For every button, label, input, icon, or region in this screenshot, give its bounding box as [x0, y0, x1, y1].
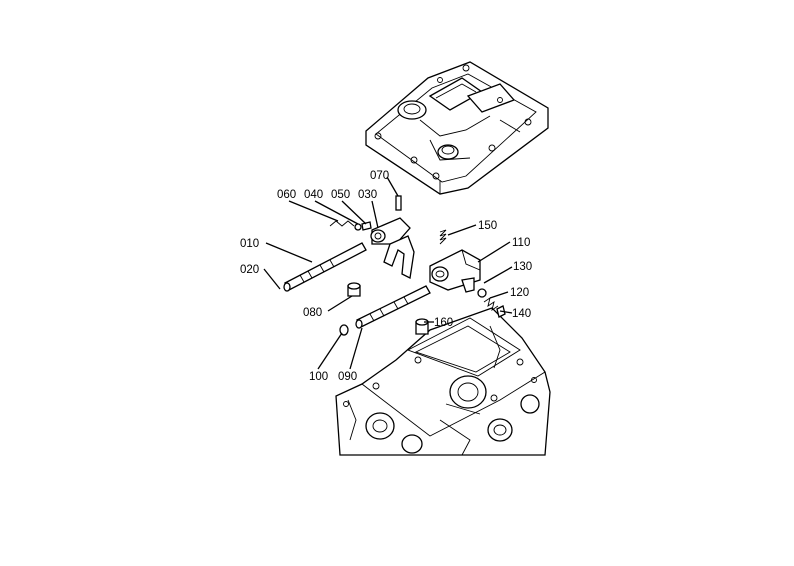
- shift-fork-110: [429, 249, 481, 293]
- plug-080: [347, 282, 361, 297]
- callout-040: 040: [304, 189, 323, 201]
- leader-lines: [263, 176, 513, 370]
- plug-160: [415, 318, 429, 335]
- callout-110: 110: [512, 237, 530, 249]
- callout-010: 010: [240, 238, 259, 250]
- callout-080: 080: [303, 307, 322, 319]
- spring-150: [439, 229, 447, 245]
- callout-070: 070: [370, 170, 389, 182]
- top-cover: [365, 61, 549, 195]
- callout-030: 030: [358, 189, 377, 201]
- callout-labels: 010 020 030 040 050 060 070 080 090 100 …: [240, 170, 532, 383]
- callout-050: 050: [331, 189, 350, 201]
- pin-070: [395, 195, 402, 211]
- gearbox-housing: [335, 307, 551, 456]
- callout-020: 020: [240, 264, 259, 276]
- shift-shaft-090: [355, 285, 431, 329]
- ring-100: [339, 324, 349, 336]
- callout-060: 060: [277, 189, 296, 201]
- callout-120: 120: [510, 287, 529, 299]
- callout-140: 140: [512, 308, 531, 320]
- callout-160: 160: [434, 317, 453, 329]
- callout-090: 090: [338, 371, 357, 383]
- callout-100: 100: [309, 371, 328, 383]
- shift-fork-030: [370, 217, 415, 279]
- callout-130: 130: [513, 261, 532, 273]
- shift-shaft-010: [283, 242, 367, 292]
- callout-150: 150: [478, 220, 497, 232]
